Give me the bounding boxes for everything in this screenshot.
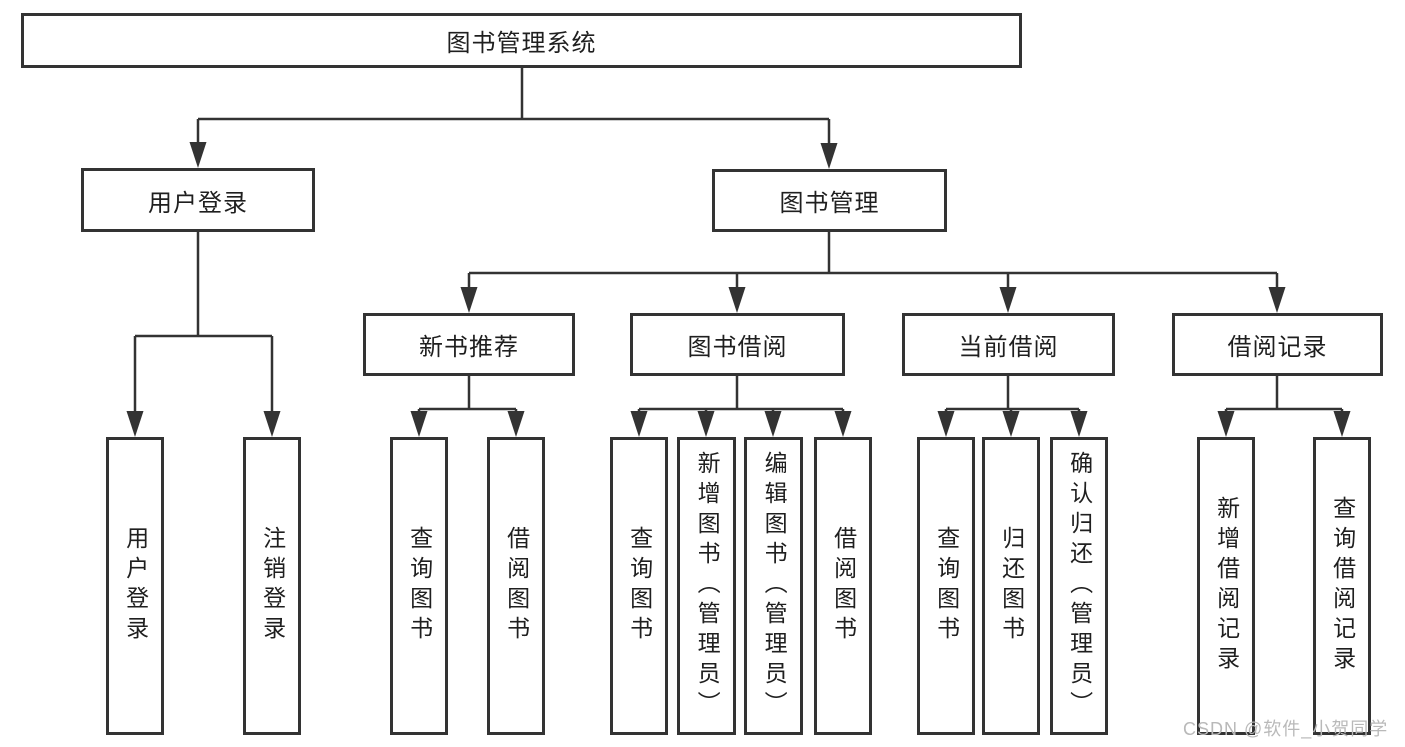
leaf-user-login-label: 用户登录	[122, 526, 149, 646]
node-book-borrow-label: 图书借阅	[687, 334, 788, 361]
arrowheads	[126, 142, 1351, 437]
leaf-add-borrow-record: 新增借阅记录	[1197, 437, 1255, 735]
leaf-logout-label: 注销登录	[259, 526, 286, 646]
node-book-management: 图书管理	[712, 169, 947, 232]
leaf-borrow-query-books-label: 查询图书	[626, 526, 653, 646]
leaf-edit-book-admin-label: 编辑图书（管理员）	[761, 451, 788, 721]
leaf-return-books-label: 归还图书	[998, 526, 1025, 646]
leaf-confirm-return-admin: 确认归还（管理员）	[1050, 437, 1108, 735]
leaf-add-borrow-record-label: 新增借阅记录	[1213, 496, 1240, 676]
leaf-add-book-admin: 新增图书（管理员）	[677, 437, 736, 735]
node-current-borrow: 当前借阅	[902, 313, 1115, 376]
leaf-borrow-borrow-books-label: 借阅图书	[830, 526, 857, 646]
node-borrow-records-label: 借阅记录	[1227, 334, 1328, 361]
leaf-recommend-borrow-books-label: 借阅图书	[503, 526, 530, 646]
node-user-login-label: 用户登录	[148, 189, 248, 217]
leaf-add-book-admin-label: 新增图书（管理员）	[694, 451, 721, 721]
leaf-recommend-borrow-books: 借阅图书	[487, 437, 545, 735]
node-current-borrow-label: 当前借阅	[958, 334, 1059, 361]
leaf-logout: 注销登录	[243, 437, 301, 735]
leaf-recommend-query-books: 查询图书	[390, 437, 448, 735]
leaf-recommend-query-books-label: 查询图书	[406, 526, 433, 646]
node-user-login: 用户登录	[81, 168, 315, 232]
node-new-book-recommend-label: 新书推荐	[419, 334, 519, 361]
node-borrow-records: 借阅记录	[1172, 313, 1383, 376]
node-library-system-label: 图书管理系统	[446, 30, 597, 57]
node-book-borrow: 图书借阅	[630, 313, 845, 376]
node-library-system: 图书管理系统	[21, 13, 1022, 68]
leaf-query-borrow-record: 查询借阅记录	[1313, 437, 1371, 735]
node-book-management-label: 图书管理	[779, 190, 880, 217]
node-new-book-recommend: 新书推荐	[363, 313, 575, 376]
leaf-current-query-books-label: 查询图书	[933, 526, 960, 646]
leaf-borrow-query-books: 查询图书	[610, 437, 668, 735]
leaf-edit-book-admin: 编辑图书（管理员）	[744, 437, 803, 735]
leaf-query-borrow-record-label: 查询借阅记录	[1329, 496, 1356, 676]
watermark: CSDN @软件_小贺同学	[1183, 719, 1389, 739]
leaf-current-query-books: 查询图书	[917, 437, 975, 735]
leaf-confirm-return-admin-label: 确认归还（管理员）	[1066, 451, 1093, 721]
leaf-return-books: 归还图书	[982, 437, 1040, 735]
leaf-user-login: 用户登录	[106, 437, 164, 735]
leaf-borrow-borrow-books: 借阅图书	[814, 437, 872, 735]
